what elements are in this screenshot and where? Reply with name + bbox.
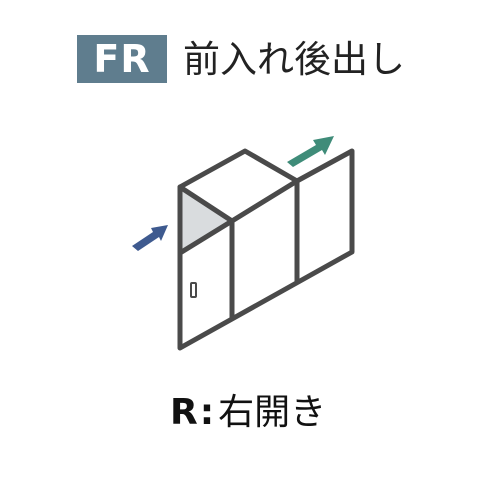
caption-letter: R <box>170 392 198 433</box>
front-opening-face <box>180 187 232 253</box>
arrow-out-icon <box>287 136 334 167</box>
caption-colon: : <box>199 392 215 433</box>
hinge-caption: R:右開き <box>170 390 326 436</box>
caption-text: 右開き <box>218 392 327 433</box>
page-title: 前入れ後出し <box>183 38 405 81</box>
door-handle-icon <box>190 282 197 298</box>
top-edge <box>177 184 235 224</box>
top-right-edge <box>229 178 300 224</box>
door-top-edge <box>177 218 235 256</box>
type-badge: FR <box>77 35 167 83</box>
locker-outline <box>177 148 355 351</box>
arrow-in-icon <box>132 225 168 251</box>
